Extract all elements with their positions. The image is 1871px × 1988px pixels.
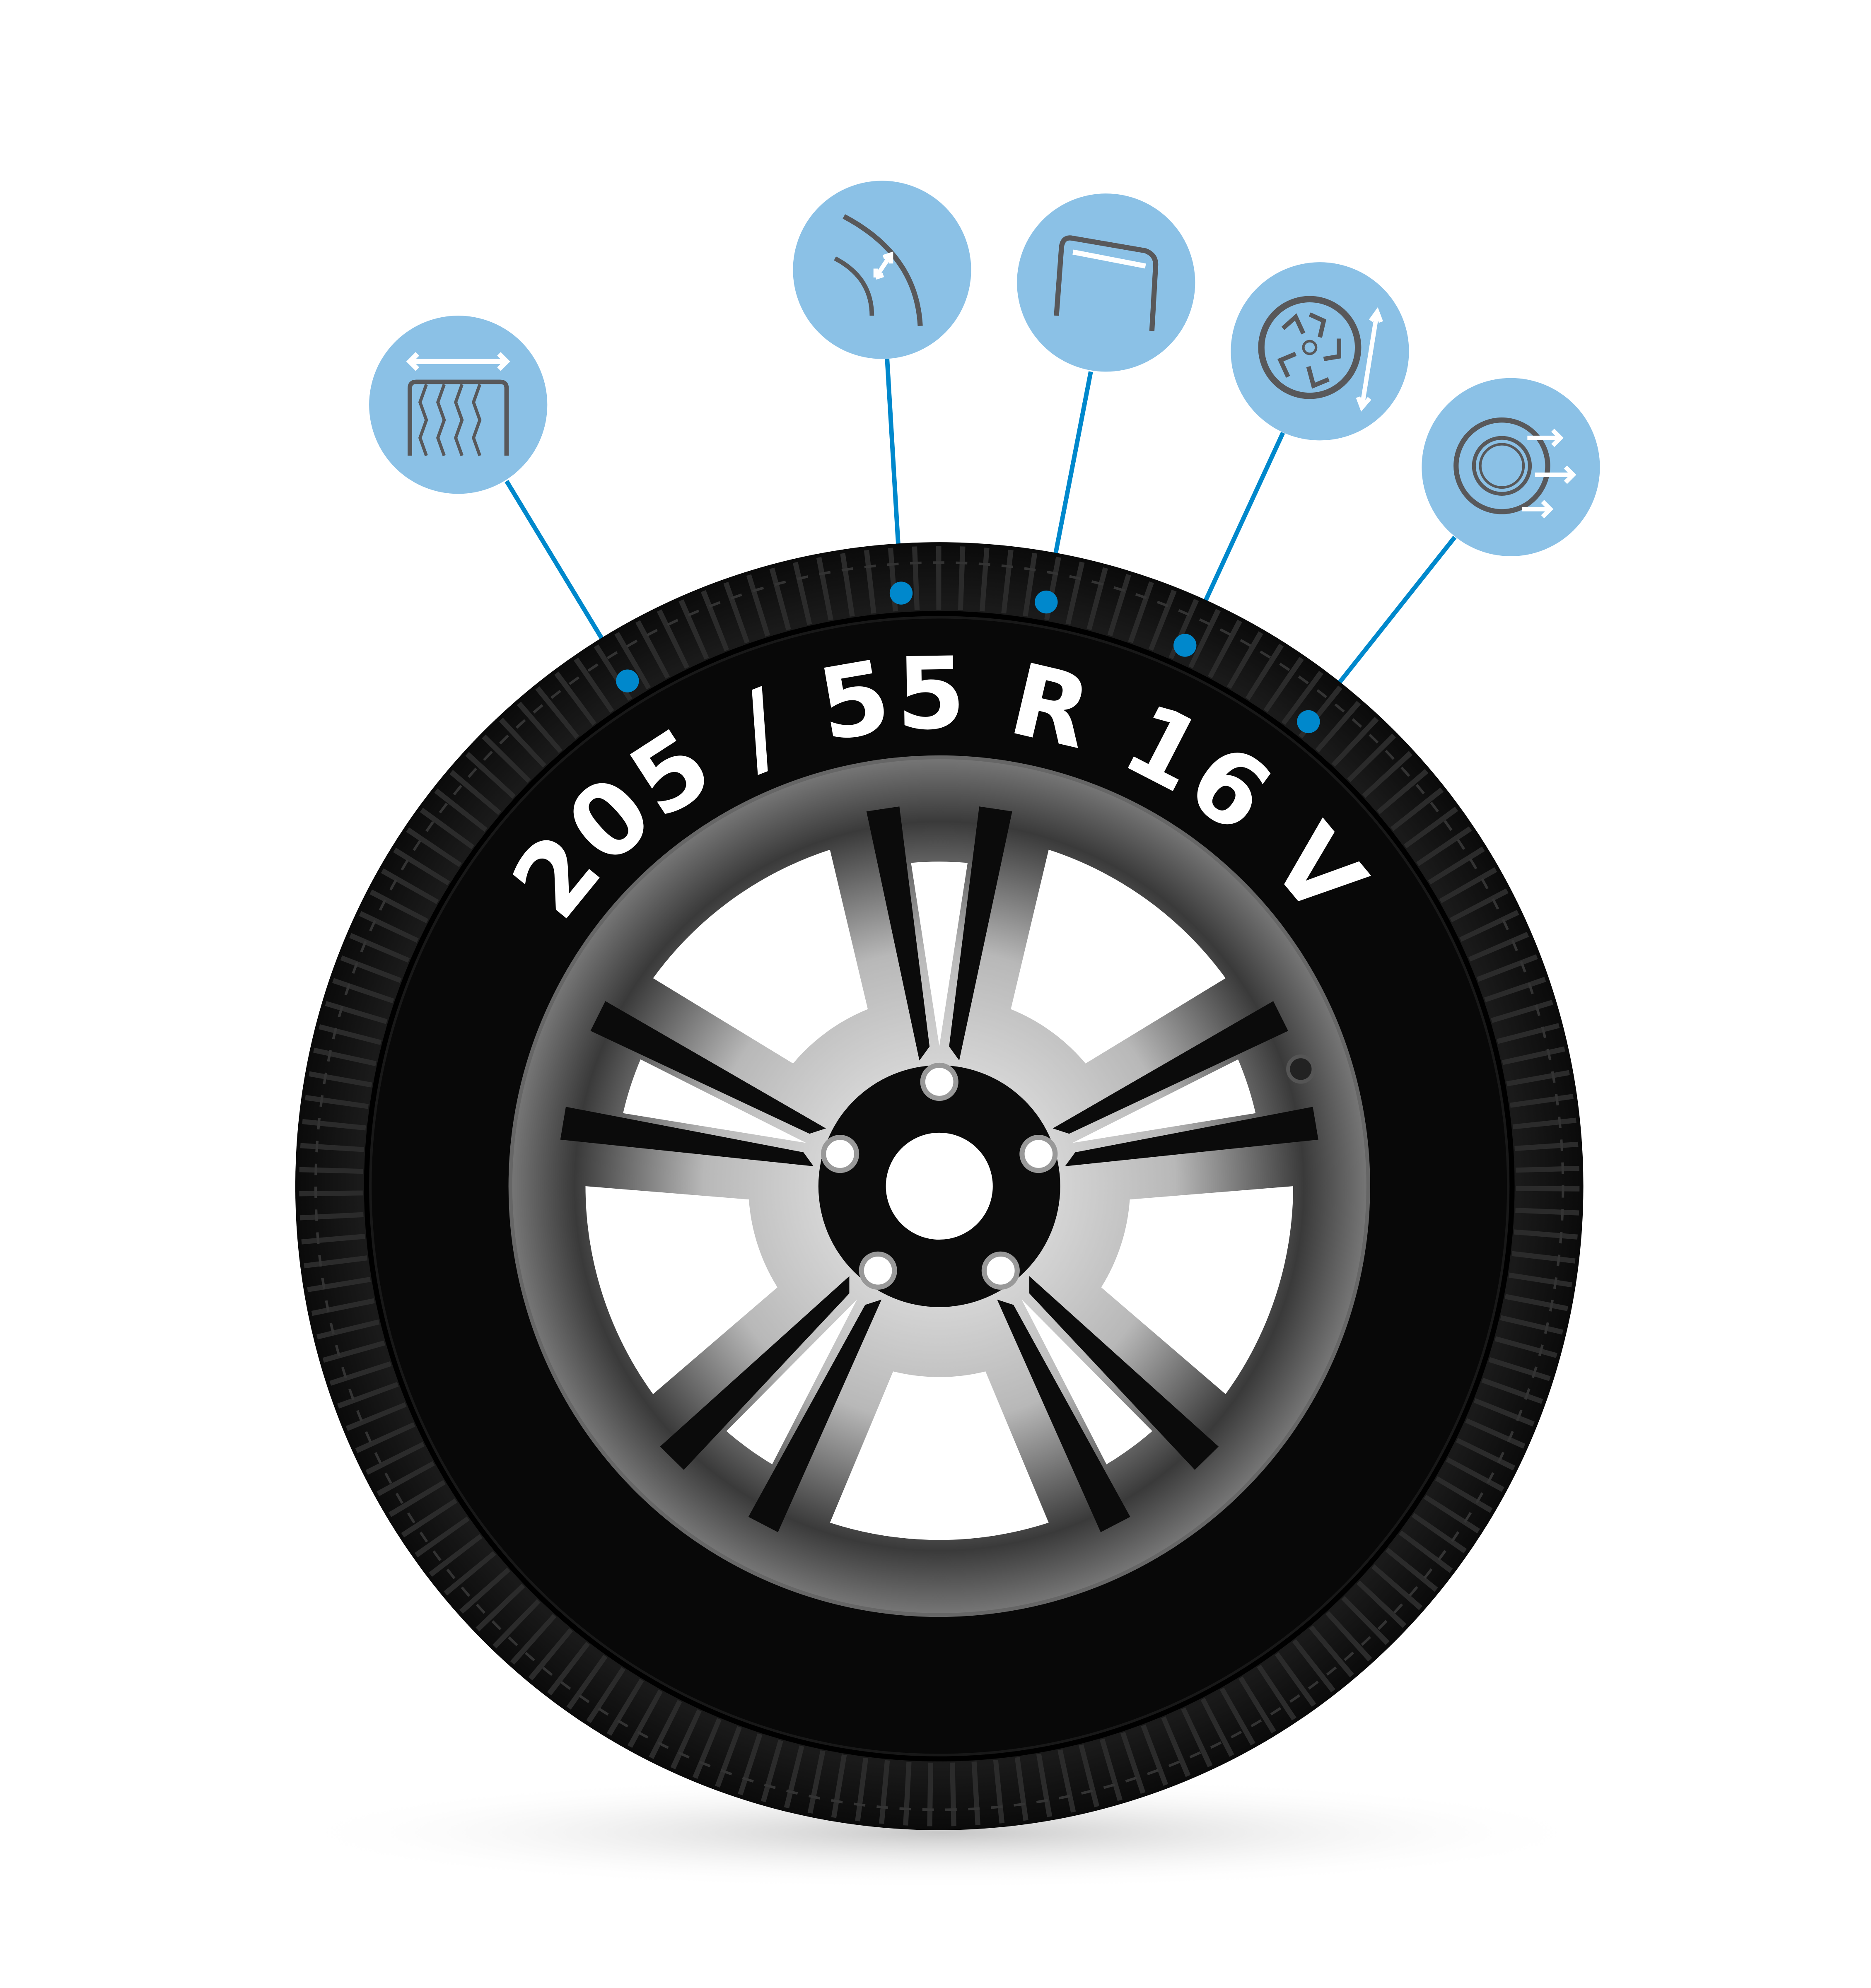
wheel-window	[585, 1186, 777, 1394]
lug-hole	[821, 1135, 859, 1173]
lug-hole	[920, 1062, 958, 1101]
callout-dot	[616, 669, 639, 692]
sidewall-height-icon	[834, 214, 923, 326]
tread-width-icon	[406, 352, 510, 456]
wheel-window	[726, 1299, 857, 1464]
callout-tread-width[interactable]	[369, 316, 548, 494]
ground-shadow	[280, 1775, 1604, 1890]
wheel-window	[911, 861, 968, 1046]
wheel-window	[1011, 849, 1226, 1064]
lug-hole	[1019, 1135, 1058, 1173]
callout-dots	[616, 581, 1320, 733]
wheel-window	[1101, 1186, 1293, 1394]
valve-stem	[1286, 1054, 1316, 1084]
wheel-window	[623, 1059, 806, 1143]
rim-diameter-icon	[1258, 296, 1383, 412]
lug-hole	[859, 1251, 897, 1290]
wheel-window	[1072, 1059, 1256, 1143]
wheel-windows	[585, 849, 1293, 1540]
callout-dot	[889, 581, 913, 605]
tread-pattern	[299, 546, 1580, 1826]
callout-speed-rating[interactable]	[1422, 378, 1600, 556]
wheel-window	[653, 849, 868, 1064]
wheel-window	[830, 1371, 1049, 1540]
callout-dot	[1297, 710, 1320, 733]
callout-rim-diameter[interactable]	[1231, 262, 1409, 441]
alloy-wheel	[508, 755, 1370, 1617]
radial-construction-icon	[1054, 235, 1159, 331]
lug-nuts	[821, 1062, 1058, 1290]
speed-rating-icon	[1453, 417, 1576, 519]
lug-hole	[981, 1251, 1020, 1290]
callout-dot	[1173, 634, 1197, 657]
wheel-window	[1021, 1299, 1152, 1464]
callout-dot	[1035, 590, 1058, 614]
callout-sidewall-height[interactable]	[793, 181, 971, 359]
center-bore	[886, 1132, 993, 1240]
callout-radial-construction[interactable]	[1017, 193, 1195, 372]
